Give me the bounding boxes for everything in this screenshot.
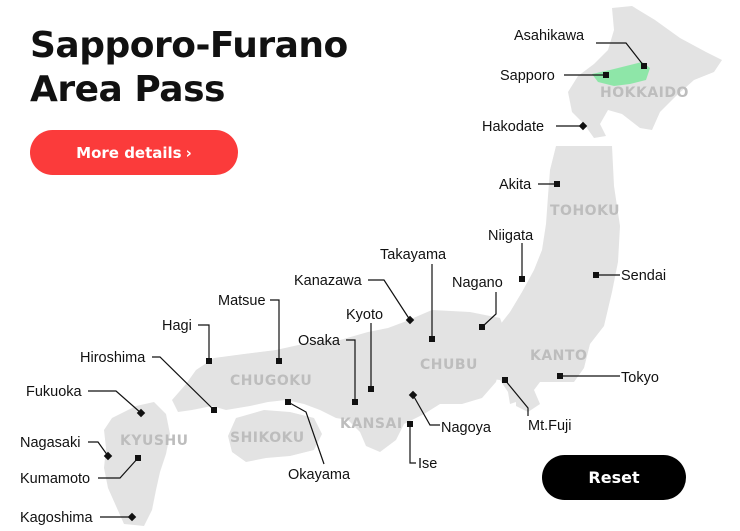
city-label-sendai[interactable]: Sendai: [621, 268, 666, 284]
region-label-tohoku: TOHOKU: [550, 203, 620, 219]
region-label-kyushu: KYUSHU: [120, 433, 189, 449]
city-labels: Asahikawa Sapporo Hakodate Akita Niigata…: [20, 28, 666, 526]
marker-kumamoto[interactable]: [135, 455, 141, 461]
tohoku-island[interactable]: [478, 146, 620, 404]
city-label-sapporo[interactable]: Sapporo: [500, 68, 555, 84]
marker-okayama[interactable]: [285, 399, 291, 405]
marker-akita[interactable]: [554, 181, 560, 187]
marker-kyoto[interactable]: [368, 386, 374, 392]
city-label-kumamoto[interactable]: Kumamoto: [20, 471, 90, 487]
city-label-takayama[interactable]: Takayama: [380, 247, 447, 263]
page-title: Sapporo-Furano Area Pass: [30, 24, 348, 112]
city-label-ise[interactable]: Ise: [418, 456, 437, 472]
region-label-hokkaido: HOKKAIDO: [600, 85, 689, 101]
leader-kanazawa: [368, 279, 411, 321]
honshu-central[interactable]: [172, 310, 508, 452]
marker-fukuoka[interactable]: [136, 408, 146, 418]
city-label-fukuoka[interactable]: Fukuoka: [26, 384, 83, 400]
marker-hiroshima[interactable]: [211, 407, 217, 413]
leader-matsue: [270, 299, 280, 361]
leader-hagi: [198, 324, 210, 361]
region-label-shikoku: SHIKOKU: [230, 430, 305, 446]
city-label-matsue[interactable]: Matsue: [218, 293, 266, 309]
reset-button[interactable]: Reset: [542, 455, 686, 500]
city-label-okayama[interactable]: Okayama: [288, 467, 351, 483]
city-label-nagoya[interactable]: Nagoya: [441, 420, 492, 436]
leader-hiroshima: [152, 356, 215, 411]
city-label-hakodate[interactable]: Hakodate: [482, 119, 544, 135]
leader-nagasaki: [88, 441, 109, 457]
city-label-hiroshima[interactable]: Hiroshima: [80, 350, 146, 366]
marker-niigata[interactable]: [519, 276, 525, 282]
region-label-kansai: KANSAI: [340, 416, 403, 432]
city-label-kagoshima[interactable]: Kagoshima: [20, 510, 93, 526]
region-labels: HOKKAIDO TOHOKU KANTO CHUBU KANSAI CHUGO…: [120, 85, 689, 449]
chevron-right-icon: ›: [185, 143, 192, 162]
leader-asahikawa: [596, 42, 645, 67]
city-label-kyoto[interactable]: Kyoto: [346, 307, 383, 323]
city-label-nagasaki[interactable]: Nagasaki: [20, 435, 80, 451]
city-label-akita[interactable]: Akita: [499, 177, 532, 193]
leader-nagano: [481, 292, 497, 328]
marker-hagi[interactable]: [206, 358, 212, 364]
region-label-kanto: KANTO: [530, 348, 587, 364]
leader-osaka: [346, 339, 356, 402]
leader-fukuoka: [88, 390, 142, 414]
marker-nagoya[interactable]: [408, 390, 418, 400]
marker-osaka[interactable]: [352, 399, 358, 405]
city-label-nagano[interactable]: Nagano: [452, 275, 503, 291]
izu-peninsula[interactable]: [516, 390, 540, 412]
city-label-hagi[interactable]: Hagi: [162, 318, 192, 334]
pass-area-highlight[interactable]: [592, 62, 650, 86]
marker-sendai[interactable]: [593, 272, 599, 278]
marker-takayama[interactable]: [429, 336, 435, 342]
title-line-2: Area Pass: [30, 69, 225, 110]
leader-nagoya: [412, 394, 440, 426]
more-details-button[interactable]: More details ›: [30, 130, 238, 175]
city-label-asahikawa[interactable]: Asahikawa: [514, 28, 585, 44]
city-label-kanazawa[interactable]: Kanazawa: [294, 273, 363, 289]
city-label-osaka[interactable]: Osaka: [298, 333, 341, 349]
city-label-niigata[interactable]: Niigata: [488, 228, 534, 244]
city-label-tokyo[interactable]: Tokyo: [621, 370, 659, 386]
marker-matsue[interactable]: [276, 358, 282, 364]
marker-tokyo[interactable]: [557, 373, 563, 379]
leader-ise: [409, 424, 416, 464]
leader-lines: [88, 42, 645, 518]
title-line-1: Sapporo-Furano: [30, 25, 348, 66]
marker-kanazawa[interactable]: [405, 315, 415, 325]
kyushu-island[interactable]: [104, 402, 170, 526]
leader-okayama: [287, 401, 325, 465]
marker-mtfuji[interactable]: [502, 377, 508, 383]
marker-sapporo[interactable]: [603, 72, 609, 78]
marker-asahikawa[interactable]: [641, 63, 647, 69]
region-label-chubu: CHUBU: [420, 357, 478, 373]
city-label-mtfuji[interactable]: Mt.Fuji: [528, 418, 572, 434]
shikoku-island[interactable]: [228, 410, 322, 462]
marker-ise[interactable]: [407, 421, 413, 427]
landmass: [104, 6, 722, 526]
region-label-chugoku: CHUGOKU: [230, 373, 312, 389]
marker-nagano[interactable]: [479, 324, 485, 330]
leader-mtfuji: [504, 379, 529, 416]
marker-nagasaki[interactable]: [103, 451, 113, 461]
more-details-label: More details: [76, 143, 182, 162]
leader-kumamoto: [98, 457, 139, 479]
